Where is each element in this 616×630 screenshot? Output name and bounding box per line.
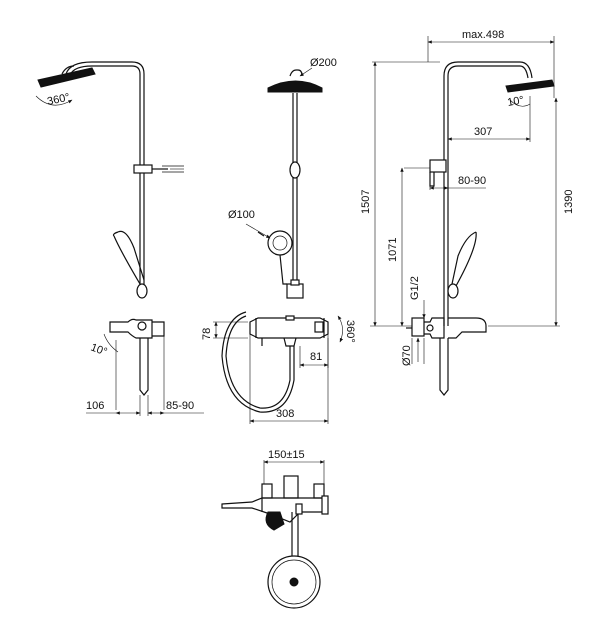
mixer-depth-label: 106 — [86, 400, 104, 412]
hand-shower-diameter-label: Ø100 — [228, 209, 255, 221]
hand-shower-side — [112, 230, 148, 299]
tilt-mixer-label: 10° — [89, 342, 109, 359]
rotation-label: 360° — [46, 91, 71, 107]
bath-mixer-right — [406, 317, 487, 396]
arm-length-label: 307 — [474, 126, 492, 138]
riser-pipe-side — [65, 61, 145, 285]
mixer-height-label: 78 — [201, 328, 213, 340]
wall-bracket-right — [404, 159, 447, 187]
mixer-wall-label: 85-90 — [166, 400, 194, 412]
riser-pipe-front — [286, 93, 304, 299]
side-view: 360° 10° — [35, 61, 204, 416]
front-view: Ø200 Ø100 — [201, 57, 356, 424]
mixer-offset-label: 81 — [310, 351, 322, 363]
riser-pipe-right — [443, 61, 533, 326]
overhead-diameter-label: Ø200 — [310, 57, 337, 69]
rosette-diameter-label: Ø70 — [401, 345, 413, 366]
overhead-shower-plan — [267, 555, 321, 609]
mixer-width-label: 308 — [276, 408, 294, 420]
height-rail-label: 1390 — [563, 190, 575, 214]
wall-distance-label: 80-90 — [458, 175, 486, 187]
overhead-shower-side — [37, 65, 96, 88]
mixer-plan — [221, 475, 329, 580]
wall-bracket-side — [133, 164, 184, 174]
hand-shower-right — [447, 231, 477, 299]
overhead-shower-right — [505, 79, 555, 107]
max-width-label: max.498 — [462, 29, 504, 41]
plan-view: 150±15 — [221, 449, 329, 609]
mixer-rotation-label: 360° — [344, 320, 356, 343]
centres-label: 150±15 — [268, 449, 305, 461]
connection-thread-label: G1/2 — [409, 276, 421, 300]
height-bracket-label: 1071 — [387, 238, 399, 262]
overhead-shower-front — [267, 67, 323, 93]
hand-shower-front — [245, 223, 293, 285]
tilt-overhead-label: 10° — [506, 94, 524, 109]
height-total-label: 1507 — [360, 190, 372, 214]
bath-mixer-side — [103, 318, 165, 410]
bath-mixer-front — [213, 311, 344, 424]
dimension-view: max.498 10° 307 80-90 — [360, 29, 575, 396]
